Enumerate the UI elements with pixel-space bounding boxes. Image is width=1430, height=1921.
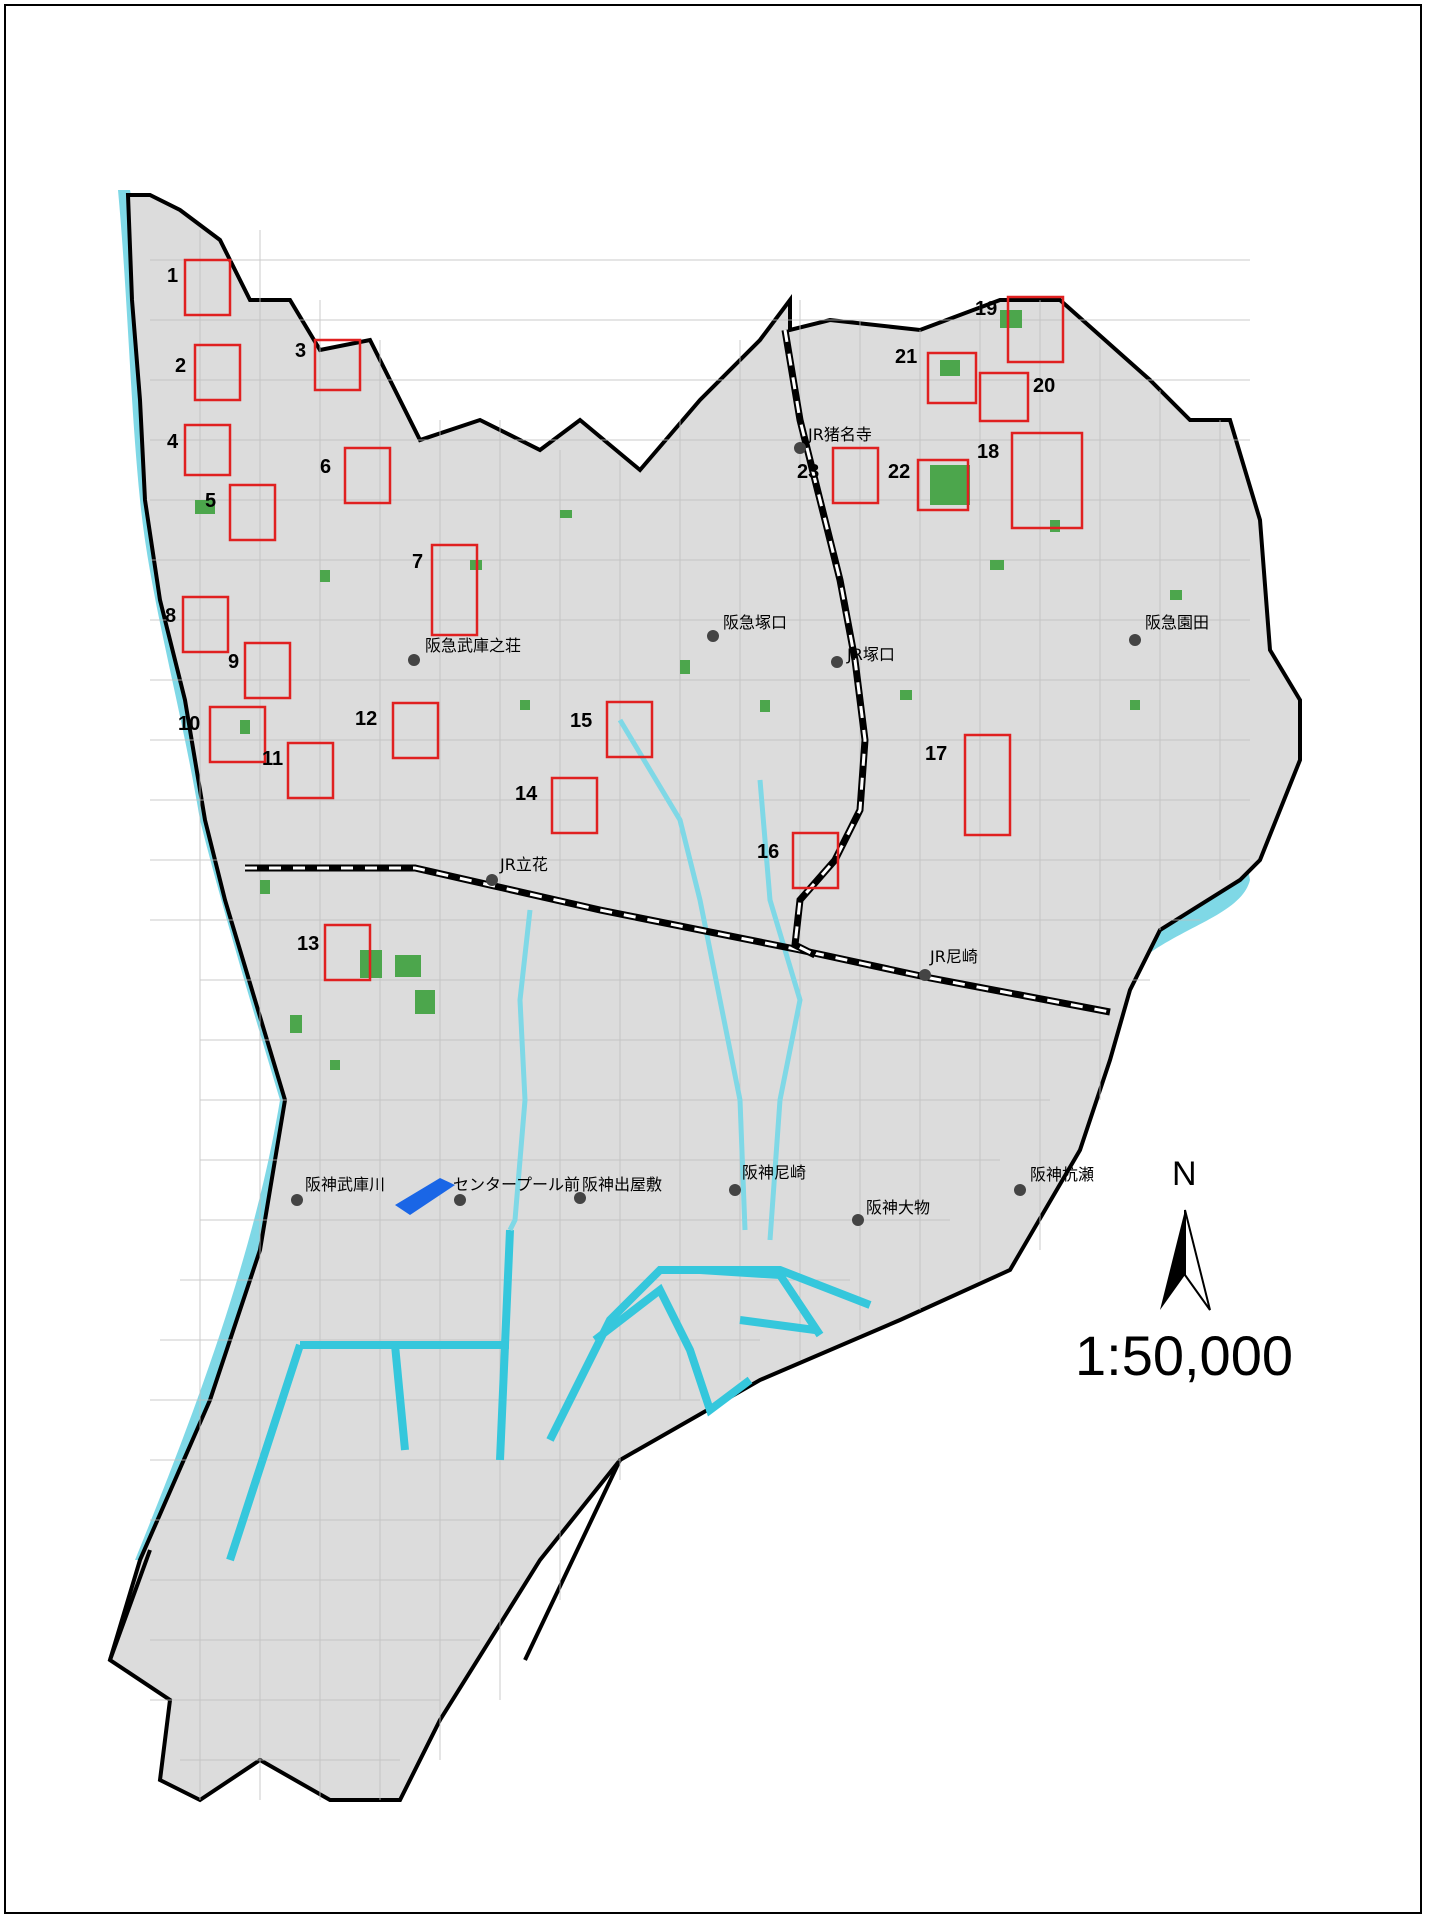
site-number: 22 bbox=[888, 461, 910, 483]
site-box-4 bbox=[183, 423, 232, 477]
site-number: 9 bbox=[228, 651, 239, 673]
site-numbers: 1 2 3 4 5 6 7 8 9 10 11 12 13 14 15 16 1… bbox=[165, 265, 1055, 955]
site-box-14 bbox=[550, 776, 599, 835]
site-number: 16 bbox=[757, 841, 779, 863]
site-number: 5 bbox=[205, 490, 216, 512]
site-number: 14 bbox=[515, 783, 538, 805]
site-box-8 bbox=[181, 595, 230, 654]
station-label: JR尼崎 bbox=[929, 947, 978, 966]
station-label: JR立花 bbox=[499, 855, 548, 874]
station-dot bbox=[831, 656, 843, 668]
site-box-19 bbox=[1006, 295, 1065, 364]
site-number: 2 bbox=[175, 355, 186, 377]
station-label: センタープール前 bbox=[453, 1175, 580, 1194]
streams bbox=[507, 718, 803, 1241]
site-box-21 bbox=[926, 351, 978, 405]
station-label: 阪神武庫川 bbox=[305, 1175, 385, 1194]
site-box-7 bbox=[430, 543, 479, 637]
site-box-18 bbox=[1010, 431, 1084, 530]
station-dot bbox=[852, 1214, 864, 1226]
site-box-13 bbox=[323, 923, 372, 982]
station-label: 阪急園田 bbox=[1145, 613, 1209, 632]
site-box-22 bbox=[916, 458, 970, 512]
site-box-5 bbox=[228, 483, 277, 542]
station-dot bbox=[408, 654, 420, 666]
site-box-9 bbox=[243, 641, 292, 700]
site-box-23 bbox=[831, 446, 880, 505]
station-dot bbox=[291, 1194, 303, 1206]
site-number: 11 bbox=[262, 748, 283, 770]
city-area bbox=[107, 193, 1302, 1803]
site-number: 21 bbox=[895, 346, 917, 368]
site-box-20 bbox=[978, 371, 1030, 423]
stations: 阪急武庫之荘 阪急塚口 JR塚口 JR猪名寺 阪急園田 JR立花 JR尼崎 阪神… bbox=[291, 425, 1209, 1226]
station-dot bbox=[794, 442, 806, 454]
site-box-3 bbox=[313, 338, 362, 392]
station-dot bbox=[574, 1192, 586, 1204]
station-dot bbox=[919, 969, 931, 981]
station-label: 阪急塚口 bbox=[723, 613, 787, 632]
station-dot bbox=[729, 1184, 741, 1196]
site-number: 13 bbox=[297, 933, 319, 955]
site-number: 20 bbox=[1033, 375, 1055, 397]
north-label: N bbox=[1172, 1155, 1197, 1193]
rail-lines bbox=[245, 329, 1111, 1016]
site-number: 4 bbox=[167, 431, 179, 453]
station-dot bbox=[707, 630, 719, 642]
site-number: 1 bbox=[167, 265, 178, 287]
site-box-6 bbox=[343, 446, 392, 505]
site-number: 17 bbox=[925, 743, 947, 765]
station-label: 阪急武庫之荘 bbox=[425, 636, 521, 655]
site-box-10 bbox=[208, 705, 267, 764]
station-dot bbox=[454, 1194, 466, 1206]
site-number: 23 bbox=[797, 461, 819, 483]
east-coastline bbox=[523, 1459, 622, 1661]
scale-label: 1:50,000 bbox=[1075, 1324, 1293, 1387]
site-box-1 bbox=[183, 258, 232, 317]
station-label: JR猪名寺 bbox=[807, 425, 872, 444]
waterways bbox=[226, 1229, 872, 1562]
center-pool bbox=[395, 1178, 455, 1215]
station-label: 阪神大物 bbox=[866, 1198, 930, 1217]
station-label: JR塚口 bbox=[846, 645, 895, 664]
station-label: 阪神杭瀬 bbox=[1030, 1165, 1094, 1184]
street-grid bbox=[150, 230, 1250, 1800]
site-boxes bbox=[181, 258, 1084, 982]
map-frame bbox=[4, 4, 1422, 1914]
site-number: 3 bbox=[295, 340, 306, 362]
site-number: 6 bbox=[320, 456, 331, 478]
site-box-17 bbox=[963, 733, 1012, 837]
station-label: 阪神出屋敷 bbox=[582, 1175, 662, 1194]
north-arrow: N bbox=[1160, 1155, 1211, 1311]
north-arrow-icon bbox=[1160, 1210, 1185, 1310]
station-dot bbox=[486, 874, 498, 886]
site-number: 7 bbox=[412, 551, 423, 573]
site-number: 10 bbox=[178, 713, 200, 735]
site-number: 12 bbox=[355, 708, 377, 730]
west-coastline bbox=[108, 1549, 152, 1661]
site-box-11 bbox=[286, 741, 335, 800]
station-label: 阪神尼崎 bbox=[742, 1163, 806, 1182]
site-number: 19 bbox=[975, 298, 997, 320]
site-number: 15 bbox=[570, 710, 592, 732]
station-dot bbox=[1014, 1184, 1026, 1196]
site-box-15 bbox=[605, 700, 654, 759]
station-dot bbox=[1129, 634, 1141, 646]
site-number: 18 bbox=[977, 441, 999, 463]
site-box-2 bbox=[193, 343, 242, 402]
site-box-16 bbox=[791, 831, 840, 890]
site-box-12 bbox=[391, 701, 440, 760]
site-number: 8 bbox=[165, 605, 176, 627]
